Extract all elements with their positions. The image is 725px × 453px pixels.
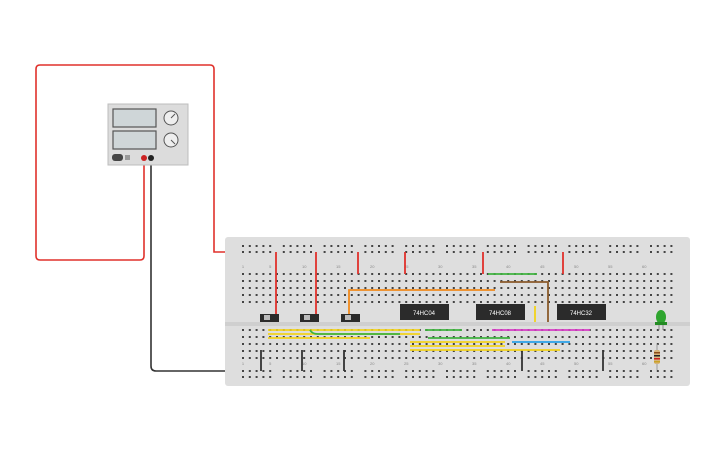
chip-74hc08-label: 74HC08	[489, 311, 512, 317]
slide-switch-2[interactable]	[300, 314, 319, 322]
breadboard-holes	[242, 245, 673, 378]
breadboard[interactable]: 1155101015152020252530303535404045455050…	[225, 237, 690, 386]
terminal-negative[interactable]	[141, 155, 147, 161]
column-number: 35	[472, 361, 477, 366]
column-number: 50	[574, 361, 579, 366]
supply-power-switch[interactable]	[112, 154, 123, 161]
column-number: 1	[242, 264, 245, 269]
supply-display-top	[112, 108, 157, 128]
green-wires[interactable]	[309, 329, 510, 339]
column-number: 10	[302, 264, 307, 269]
orange-wire[interactable]	[348, 289, 495, 318]
column-number: 1	[242, 361, 245, 366]
slide-switch-3[interactable]	[341, 314, 360, 322]
column-number: 60	[642, 264, 647, 269]
breadboard-column-numbers: 1155101015152020252530303535404045455050…	[242, 264, 647, 366]
column-number: 25	[404, 264, 409, 269]
column-number: 35	[472, 264, 477, 269]
column-number: 40	[506, 361, 511, 366]
column-number: 15	[336, 264, 341, 269]
black-ground-wire[interactable]	[150, 158, 255, 372]
chip-74hc04-label: 74HC04	[413, 311, 436, 317]
column-number: 5	[269, 361, 272, 366]
column-number: 15	[336, 361, 341, 366]
column-number: 40	[506, 264, 511, 269]
red-rail-jumpers[interactable]	[275, 252, 564, 318]
column-number: 60	[642, 361, 647, 366]
column-number: 5	[269, 264, 272, 269]
column-number: 55	[608, 361, 613, 366]
chip-74hc08[interactable]: 74HC08	[476, 304, 525, 320]
green-led[interactable]	[655, 310, 667, 330]
column-number: 20	[370, 361, 375, 366]
power-supply[interactable]	[107, 103, 189, 166]
column-number: 30	[438, 264, 443, 269]
column-number: 30	[438, 361, 443, 366]
chip-74hc32[interactable]: 74HC32	[557, 304, 606, 320]
supply-display-bottom	[112, 130, 157, 150]
column-number: 25	[404, 361, 409, 366]
terminal-positive[interactable]	[148, 155, 154, 161]
chip-74hc32-label: 74HC32	[570, 311, 593, 317]
black-rail-jumpers[interactable]	[260, 350, 604, 371]
column-number: 45	[540, 264, 545, 269]
resistor[interactable]	[654, 344, 660, 370]
column-number: 10	[302, 361, 307, 366]
column-number: 50	[574, 264, 579, 269]
column-number: 20	[370, 264, 375, 269]
slide-switch-1[interactable]	[260, 314, 279, 322]
column-number: 55	[608, 264, 613, 269]
chip-74hc04[interactable]: 74HC04	[400, 304, 449, 320]
brown-wire[interactable]	[500, 281, 549, 322]
red-power-loop-wire[interactable]	[35, 64, 228, 261]
column-number: 45	[540, 361, 545, 366]
